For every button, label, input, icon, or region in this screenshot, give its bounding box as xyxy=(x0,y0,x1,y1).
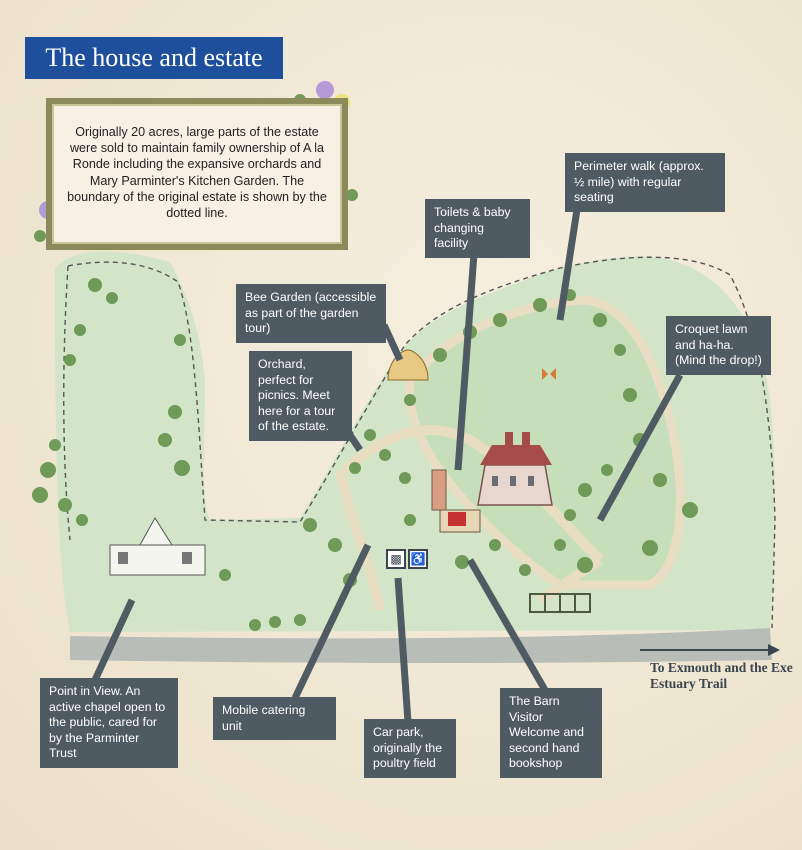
callout-car-park: Car park, originally the poultry field xyxy=(364,719,456,778)
chapel-icon xyxy=(109,517,206,576)
destination-label: To Exmouth and the Exe Estuary Trail xyxy=(650,660,793,691)
road xyxy=(70,628,772,663)
callout-perimeter-walk: Perimeter walk (approx. ½ mile) with reg… xyxy=(565,153,725,212)
butterfly-icon xyxy=(542,368,556,380)
barn-icon xyxy=(431,469,481,533)
trees xyxy=(32,278,698,631)
intro-panel: Originally 20 acres, large parts of the … xyxy=(46,98,348,250)
cafe-van-icon: ▩ xyxy=(386,549,406,569)
a-la-ronde-house-icon xyxy=(477,432,553,506)
callout-orchard: Orchard, perfect for picnics. Meet here … xyxy=(249,351,352,441)
wheelchair-icon: ♿ xyxy=(408,549,428,569)
gate-icon xyxy=(529,593,591,613)
original-boundary-line xyxy=(67,256,776,629)
intro-text: Originally 20 acres, large parts of the … xyxy=(67,125,327,221)
page-title: The house and estate xyxy=(25,37,283,79)
callout-bee-garden: Bee Garden (accessible as part of the ga… xyxy=(236,284,386,343)
callout-barn: The Barn Visitor Welcome and second hand… xyxy=(500,688,602,778)
direction-arrow-icon xyxy=(768,644,780,656)
callout-point-in-view: Point in View. An active chapel open to … xyxy=(40,678,178,768)
callout-mobile-catering: Mobile catering unit xyxy=(213,697,336,740)
callout-croquet-lawn: Croquet lawn and ha-ha. (Mind the drop!) xyxy=(666,316,771,375)
leader-lines xyxy=(91,189,684,723)
callout-toilets: Toilets & baby changing facility xyxy=(425,199,530,258)
